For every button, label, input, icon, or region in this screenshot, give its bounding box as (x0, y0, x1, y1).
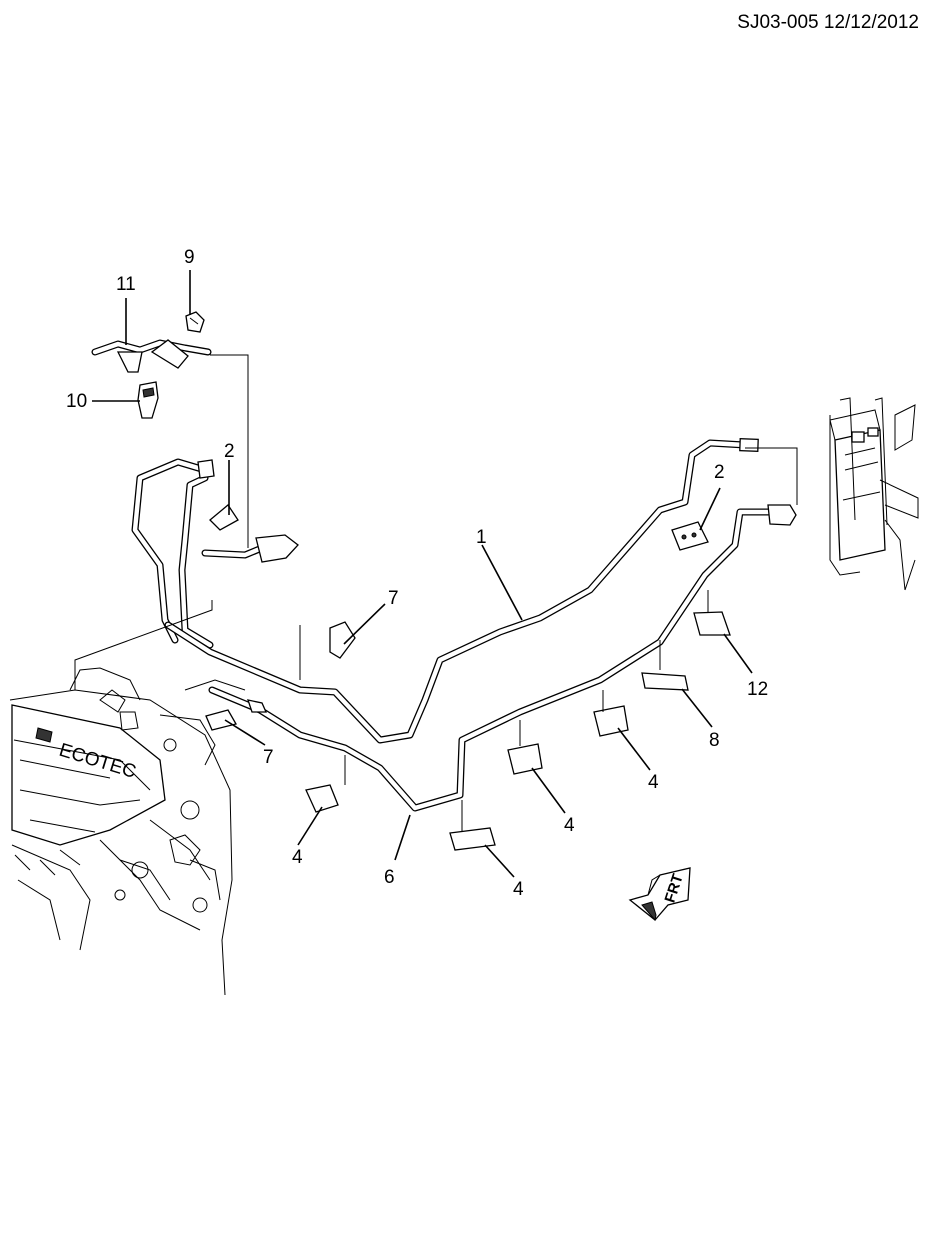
clip-4-c (507, 743, 543, 775)
callout-9: 9 (184, 247, 195, 268)
callout-2-right: 2 (714, 462, 725, 483)
clip-9 (185, 311, 205, 333)
fuel-tube-6 (208, 504, 797, 812)
fuel-tube-1 (164, 438, 759, 744)
clip-icon (305, 611, 731, 851)
clip-7-upper (329, 621, 356, 659)
callout-4-b: 4 (513, 879, 524, 900)
guide-lines (74, 354, 798, 832)
connector-10 (137, 381, 159, 419)
callout-8: 8 (709, 730, 720, 751)
evap-canister-icon (829, 397, 919, 591)
callout-1: 1 (476, 527, 487, 548)
callout-4-a: 4 (292, 847, 303, 868)
clip-4-a (305, 784, 339, 813)
callout-4-d: 4 (648, 772, 659, 793)
callout-11: 11 (116, 274, 136, 295)
callout-10: 10 (66, 391, 87, 412)
clip-8 (641, 672, 689, 691)
diagram-reference: SJ03-005 12/12/2012 (737, 12, 919, 33)
callout-2-left: 2 (224, 441, 235, 462)
callout-12: 12 (747, 679, 768, 700)
clip-4-d (593, 705, 629, 737)
front-direction-arrow-icon: FRT (628, 867, 691, 922)
engine-side-hose (131, 458, 299, 649)
purge-hose (91, 339, 212, 373)
callout-7-upper: 7 (388, 588, 399, 609)
bracket-2-right (671, 521, 709, 551)
bracket-2-left (209, 504, 239, 531)
clip-12 (693, 611, 731, 636)
callout-6: 6 (384, 867, 395, 888)
clip-7-lower (205, 709, 237, 731)
engine-assembly-icon (9, 667, 233, 996)
callout-4-c: 4 (564, 815, 575, 836)
callout-7-lower: 7 (263, 747, 274, 768)
clip-4-b (449, 827, 496, 851)
leader-lines (92, 270, 753, 878)
